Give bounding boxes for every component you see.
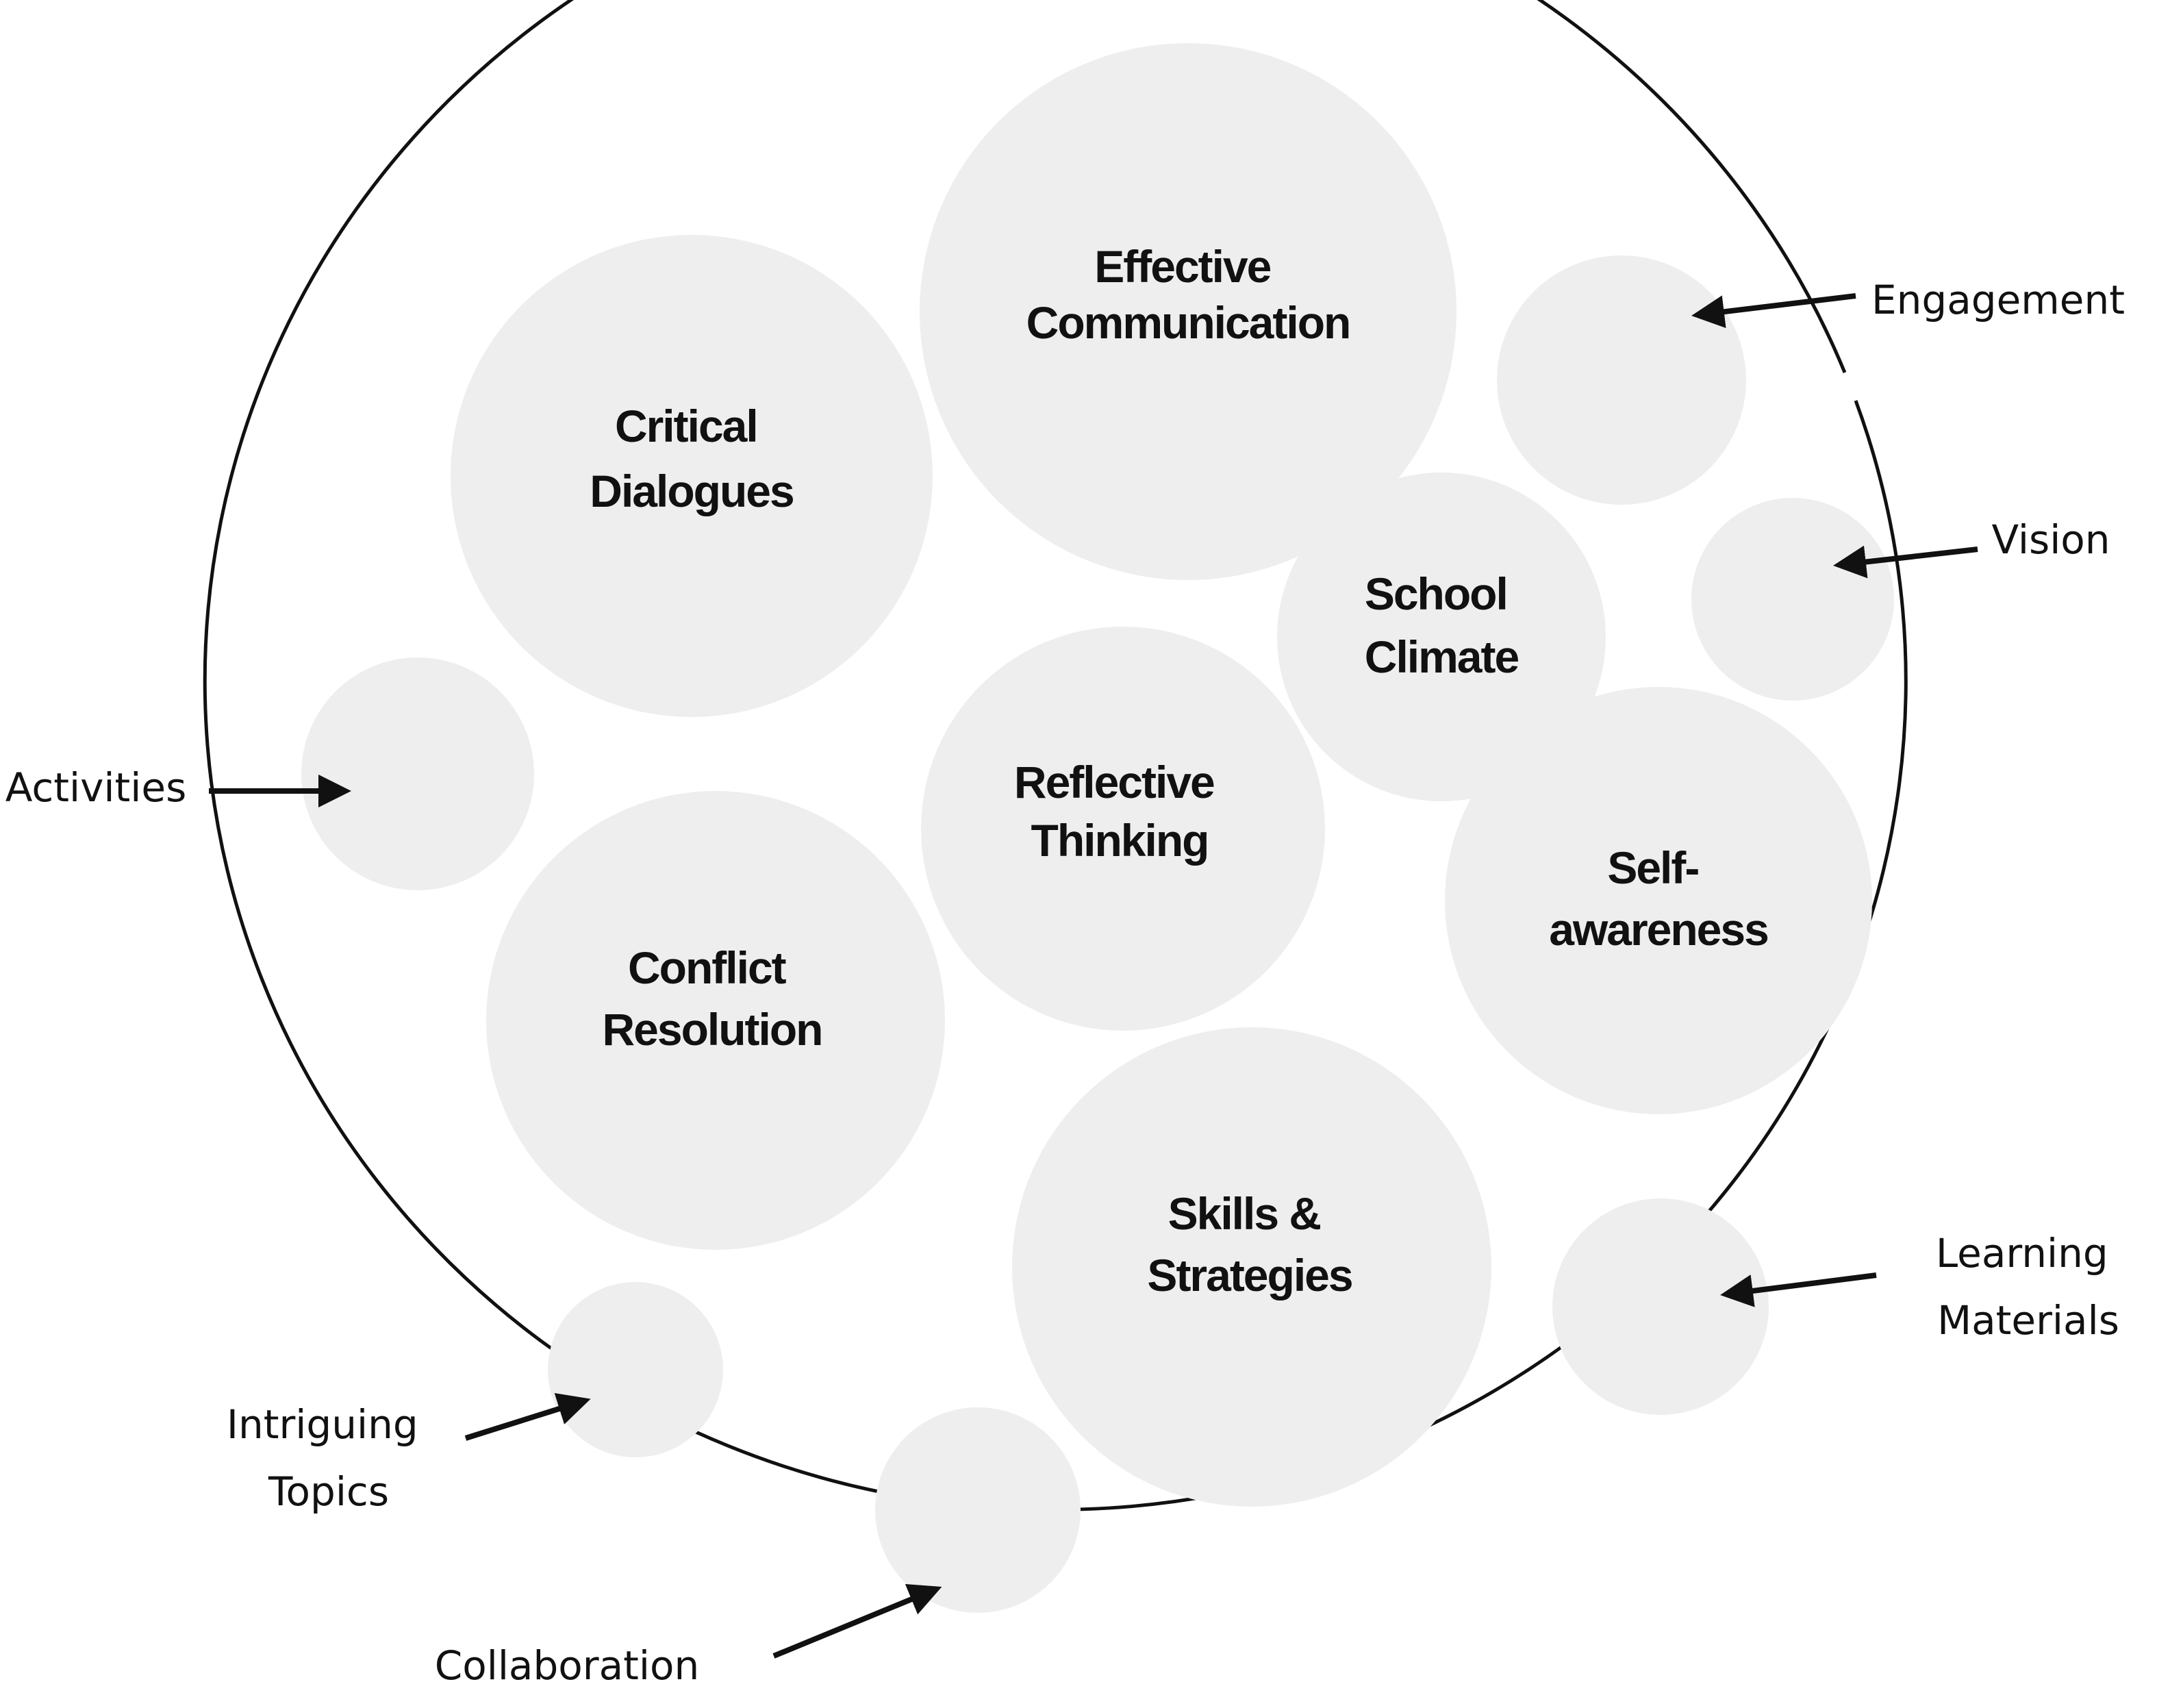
bubble-skills-strategies: Skills & Strategies [1012,1027,1491,1507]
vision-line-1: Vision [1991,516,2110,563]
svg-text:Reflective Thinking: Reflective Thinking [1014,757,1225,866]
critical-dialogues-line-2: Dialogues [590,466,793,516]
bubble-vision [1691,498,1894,701]
school-climate-line-1: School [1365,568,1507,619]
bubble-effective-communication: Effective Communication [920,43,1456,580]
effective-communication-line-1: Effective [1094,241,1270,292]
svg-text:Critical Dialogues: Critical Dialogues [590,401,793,516]
intriguing-topics-line-2: Topics [268,1468,389,1515]
learning-materials-line-2: Materials [1937,1297,2119,1344]
svg-text:Skills & Strategies: Skills & Strategies [1147,1188,1352,1301]
reflective-thinking-line-2: Thinking [1031,815,1209,866]
svg-text:Effective Communication: Effective Communication [1026,241,1350,348]
svg-text:Conflict Resolution: Conflict Resolution [603,942,822,1055]
skills-strategies-line-1: Skills & [1168,1188,1321,1239]
arrow-engagement [1691,293,1856,329]
arrow-intriguing-topics [464,1393,591,1441]
skills-strategies-line-2: Strategies [1147,1250,1352,1301]
school-climate-line-2: Climate [1365,631,1519,682]
arrow-collaboration [772,1584,942,1659]
svg-text:Self- awareness: Self- awareness [1549,842,1768,955]
collaboration-line-1: Collaboration [435,1642,700,1689]
engagement-line-1: Engagement [1871,277,2125,323]
learning-materials-line-1: Learning [1936,1230,2108,1277]
bubble-engagement [1497,255,1746,505]
label-learning-materials: Learning Materials [1936,1230,2121,1344]
bubble-conflict-resolution: Conflict Resolution [486,791,945,1250]
bubble-school-climate: School Climate [1277,473,1606,801]
outer-circle [203,0,1908,1511]
label-vision: Vision [1991,516,2110,563]
bubble-critical-dialogues: Critical Dialogues [451,235,933,717]
conflict-resolution-line-1: Conflict [628,942,787,993]
bubble-learning-materials [1552,1198,1769,1415]
activities-line-1: Activities [5,764,187,811]
bubble-activities [301,657,534,890]
svg-text:School Climate: School Climate [1365,568,1519,682]
conflict-resolution-line-2: Resolution [603,1004,822,1055]
bubble-intriguing-topics [548,1282,723,1457]
self-awareness-line-2: awareness [1549,904,1768,955]
intriguing-topics-line-1: Intriguing [227,1401,418,1448]
critical-dialogues-line-1: Critical [615,401,757,451]
label-engagement: Engagement [1871,277,2125,323]
arrow-vision [1833,545,1978,579]
label-activities: Activities [5,764,187,811]
bubble-collaboration [875,1407,1081,1613]
effective-communication-line-2: Communication [1026,297,1350,348]
label-collaboration: Collaboration [435,1642,700,1689]
bubble-self-awareness: Self- awareness [1445,687,1872,1114]
label-intriguing-topics: Intriguing Topics [227,1401,431,1515]
self-awareness-line-1: Self- [1607,842,1698,893]
arrow-learning-materials [1720,1272,1877,1307]
bubble-reflective-thinking: Reflective Thinking [921,627,1325,1031]
reflective-thinking-line-1: Reflective [1014,757,1214,807]
